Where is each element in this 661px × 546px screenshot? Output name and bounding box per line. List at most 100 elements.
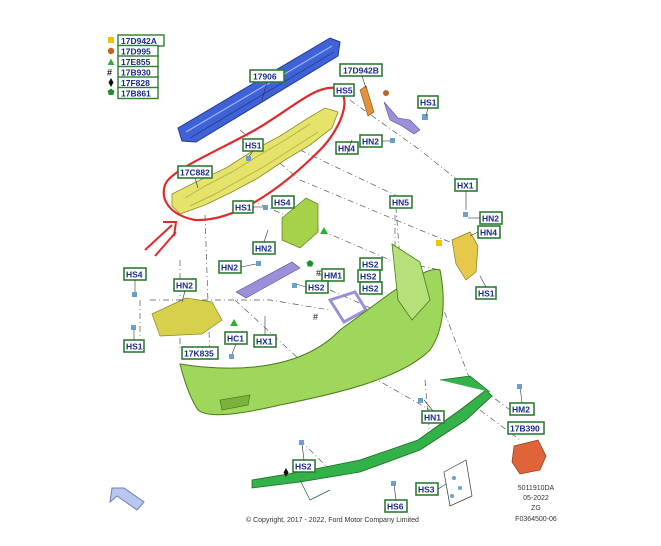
svg-text:HS2: HS2 — [360, 272, 377, 282]
svg-text:HS4: HS4 — [126, 270, 143, 280]
svg-text:HN4: HN4 — [480, 228, 497, 238]
triangle-icon — [230, 319, 238, 326]
svg-text:HS5: HS5 — [336, 86, 353, 96]
label-HS2-a: HS2 — [305, 280, 329, 294]
legend-item-17F828: 17F828 — [108, 76, 159, 89]
svg-text:HN2: HN2 — [482, 214, 499, 224]
legend-code: 17D942A — [121, 36, 157, 46]
clip-icon — [256, 261, 261, 266]
label-17906: 17906 — [249, 69, 285, 83]
energy-absorber-part — [171, 107, 339, 215]
clip-icon — [132, 292, 137, 297]
side-bracket-right — [436, 231, 479, 281]
label-HN4-a: HN4 — [335, 141, 359, 155]
mounting-strip-part — [235, 260, 369, 324]
label-HS1-b: HS1 — [242, 138, 264, 152]
clip-icon — [517, 384, 522, 389]
label-HM1: HM1 — [321, 268, 345, 282]
fastener-kit — [443, 459, 473, 507]
svg-text:HS2: HS2 — [362, 260, 379, 270]
label-HS2-e: HS2 — [292, 459, 316, 473]
legend-code: 17F828 — [121, 78, 150, 88]
label-HM2: HM2 — [509, 402, 535, 416]
svg-text:HS1: HS1 — [478, 289, 495, 299]
label-HS2-c: HS2 — [357, 269, 381, 283]
legend-code: 17E855 — [121, 57, 151, 67]
svg-text:HS1: HS1 — [235, 203, 252, 213]
label-HS4-a: HS4 — [271, 195, 295, 209]
clip-icon — [229, 354, 234, 359]
hash-icon: # — [107, 68, 112, 78]
bumper-cover-part — [179, 243, 444, 416]
clip-icon — [263, 205, 268, 210]
label-17B390: 17B390 — [507, 421, 545, 435]
label-HS3: HS3 — [415, 482, 439, 496]
svg-text:HN1: HN1 — [424, 413, 441, 423]
label-HN4-b: HN4 — [477, 225, 501, 239]
tow-bracket-part — [511, 439, 547, 475]
pentagon-icon — [107, 88, 115, 95]
clip-icon — [463, 212, 468, 217]
triangle-icon — [107, 58, 115, 65]
label-HS5: HS5 — [333, 83, 355, 97]
legend-code: 17D995 — [121, 47, 151, 57]
label-HN2-c: HN2 — [479, 211, 503, 225]
svg-text:HM1: HM1 — [324, 271, 342, 281]
legend-item-17B930: # 17B930 — [107, 65, 159, 79]
clip-icon — [390, 138, 395, 143]
square-icon — [108, 37, 114, 43]
label-HN2-e: HN2 — [173, 278, 197, 292]
clip-icon — [246, 156, 251, 161]
hash-icon: # — [316, 268, 321, 278]
label-HN2-b: HN2 — [252, 241, 276, 255]
label-17D942B: 17D942B — [339, 63, 383, 77]
clip-icon — [418, 398, 423, 403]
svg-text:HN2: HN2 — [255, 244, 272, 254]
label-17K835: 17K835 — [181, 346, 219, 360]
drawing-ref-4: F0364500-06 — [515, 516, 557, 523]
legend: 17D942A 17D995 17E855 # 17B930 17F828 17… — [107, 34, 165, 100]
legend-item-17B861: 17B861 — [107, 86, 159, 100]
label-HS1-c: HS1 — [232, 200, 254, 214]
label-HS1-e: HS1 — [123, 339, 145, 353]
circle-icon — [383, 90, 389, 96]
label-HS1-a: HS1 — [417, 95, 439, 109]
direction-arrow-icon — [109, 487, 145, 511]
legend-item-17D995: 17D995 — [107, 44, 159, 58]
svg-text:HC1: HC1 — [227, 334, 244, 344]
annotation-highlight — [144, 86, 346, 257]
svg-text:17906: 17906 — [253, 72, 277, 82]
svg-text:HS4: HS4 — [274, 198, 291, 208]
svg-text:HS2: HS2 — [295, 462, 312, 472]
label-HX1-a: HX1 — [454, 178, 478, 192]
clip-icon — [391, 481, 396, 486]
legend-code: 17B861 — [121, 89, 151, 99]
leader-lines — [133, 75, 523, 501]
svg-text:HS3: HS3 — [418, 485, 435, 495]
impact-beam-part — [177, 37, 341, 143]
svg-text:HS1: HS1 — [245, 141, 262, 151]
svg-text:HN4: HN4 — [338, 144, 355, 154]
triangle-icon — [320, 227, 328, 234]
side-bracket-left — [151, 297, 238, 337]
svg-text:HX1: HX1 — [457, 181, 474, 191]
legend-item-17D942A: 17D942A — [108, 34, 165, 47]
svg-text:HS6: HS6 — [387, 502, 404, 512]
legend-code: 17B930 — [121, 68, 151, 78]
svg-text:HS1: HS1 — [126, 342, 143, 352]
svg-text:HS2: HS2 — [308, 283, 325, 293]
label-HX1-b: HX1 — [253, 334, 277, 348]
svg-text:17D942B: 17D942B — [343, 66, 379, 76]
square-icon — [436, 240, 442, 246]
bracket-part-center — [281, 197, 328, 249]
svg-text:HX1: HX1 — [256, 337, 273, 347]
bracket-part-top — [359, 85, 428, 135]
label-HS6: HS6 — [384, 499, 408, 513]
label-HS2-d: HS2 — [359, 281, 383, 295]
hash-icon: # — [313, 312, 318, 322]
label-HS1-d: HS1 — [475, 286, 497, 300]
label-HN2-d: HN2 — [218, 260, 242, 274]
label-HN5: HN5 — [389, 195, 413, 209]
label-HC1: HC1 — [224, 331, 248, 345]
clip-icon — [299, 440, 304, 445]
